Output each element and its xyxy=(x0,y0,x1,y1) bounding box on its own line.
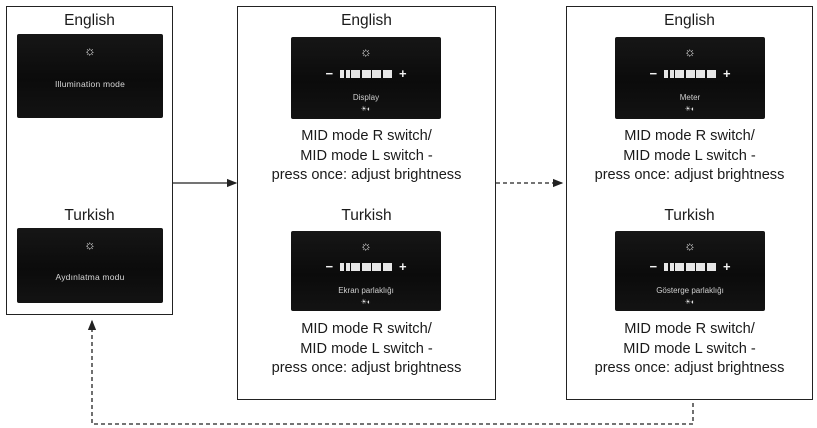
minus-icon: − xyxy=(649,66,658,81)
day-night-icon: ☀◐ xyxy=(684,106,696,113)
brightness-bar: − + xyxy=(615,67,765,81)
sun-icon: ☼ xyxy=(84,237,96,252)
illumination-screen-english: ☼ Illumination mode xyxy=(17,34,163,118)
illumination-mode-panel: English ☼ Illumination mode Turkish ☼ Ay… xyxy=(6,6,173,315)
language-label-english: English xyxy=(341,12,392,29)
language-label-english: English xyxy=(64,12,115,29)
plus-icon: + xyxy=(722,66,731,81)
minus-icon: − xyxy=(325,66,334,81)
display-brightness-panel: English ☼ − + Display ☀◐ MID mode R swit… xyxy=(237,6,496,400)
plus-icon: + xyxy=(722,259,731,274)
sun-icon: ☼ xyxy=(360,44,372,59)
screen-mode-text: Ekran parlaklığı xyxy=(338,286,394,295)
sun-icon: ☼ xyxy=(360,238,372,253)
brightness-bar: − + xyxy=(291,260,441,274)
plus-icon: + xyxy=(398,259,407,274)
language-label-turkish: Turkish xyxy=(64,207,115,224)
meter-screen-turkish: ☼ − + Gösterge parlaklığı ☀◐ xyxy=(615,231,765,311)
sun-icon: ☼ xyxy=(684,238,696,253)
language-label-english: English xyxy=(664,12,715,29)
screen-mode-text: Display xyxy=(352,93,380,102)
screen-mode-text: Gösterge parlaklığı xyxy=(656,286,724,295)
display-screen-turkish: ☼ − + Ekran parlaklığı ☀◐ xyxy=(291,231,441,311)
minus-icon: − xyxy=(325,259,334,274)
screen-mode-text: Illumination mode xyxy=(54,79,126,89)
minus-icon: − xyxy=(649,259,658,274)
meter-screen-english: ☼ − + Meter ☀◐ xyxy=(615,37,765,119)
switch-instruction: MID mode R switch/ MID mode L switch - p… xyxy=(271,321,462,376)
language-label-turkish: Turkish xyxy=(664,207,715,224)
sun-icon: ☼ xyxy=(84,43,96,58)
brightness-bar: − + xyxy=(615,260,765,274)
meter-brightness-panel: English ☼ − + Meter ☀◐ MID mode R switch… xyxy=(566,6,813,400)
sun-icon: ☼ xyxy=(684,44,696,59)
switch-instruction: MID mode R switch/ MID mode L switch - p… xyxy=(594,321,785,376)
switch-instruction: MID mode R switch/ MID mode L switch - p… xyxy=(271,128,462,183)
brightness-bar: − + xyxy=(291,67,441,81)
brightness-level-segments xyxy=(340,263,392,271)
screen-mode-text: Aydınlatma modu xyxy=(55,272,125,282)
day-night-icon: ☀◐ xyxy=(360,106,372,113)
brightness-level-segments xyxy=(340,70,392,78)
day-night-icon: ☀◐ xyxy=(684,299,696,306)
arrow-meter-return-path xyxy=(87,319,694,425)
brightness-level-segments xyxy=(664,70,716,78)
plus-icon: + xyxy=(398,66,407,81)
day-night-icon: ☀◐ xyxy=(360,299,372,306)
brightness-level-segments xyxy=(664,263,716,271)
display-screen-english: ☼ − + Display ☀◐ xyxy=(291,37,441,119)
illumination-screen-turkish: ☼ Aydınlatma modu xyxy=(17,228,163,303)
screen-mode-text: Meter xyxy=(679,93,701,102)
language-label-turkish: Turkish xyxy=(341,207,392,224)
switch-instruction: MID mode R switch/ MID mode L switch - p… xyxy=(594,128,785,183)
